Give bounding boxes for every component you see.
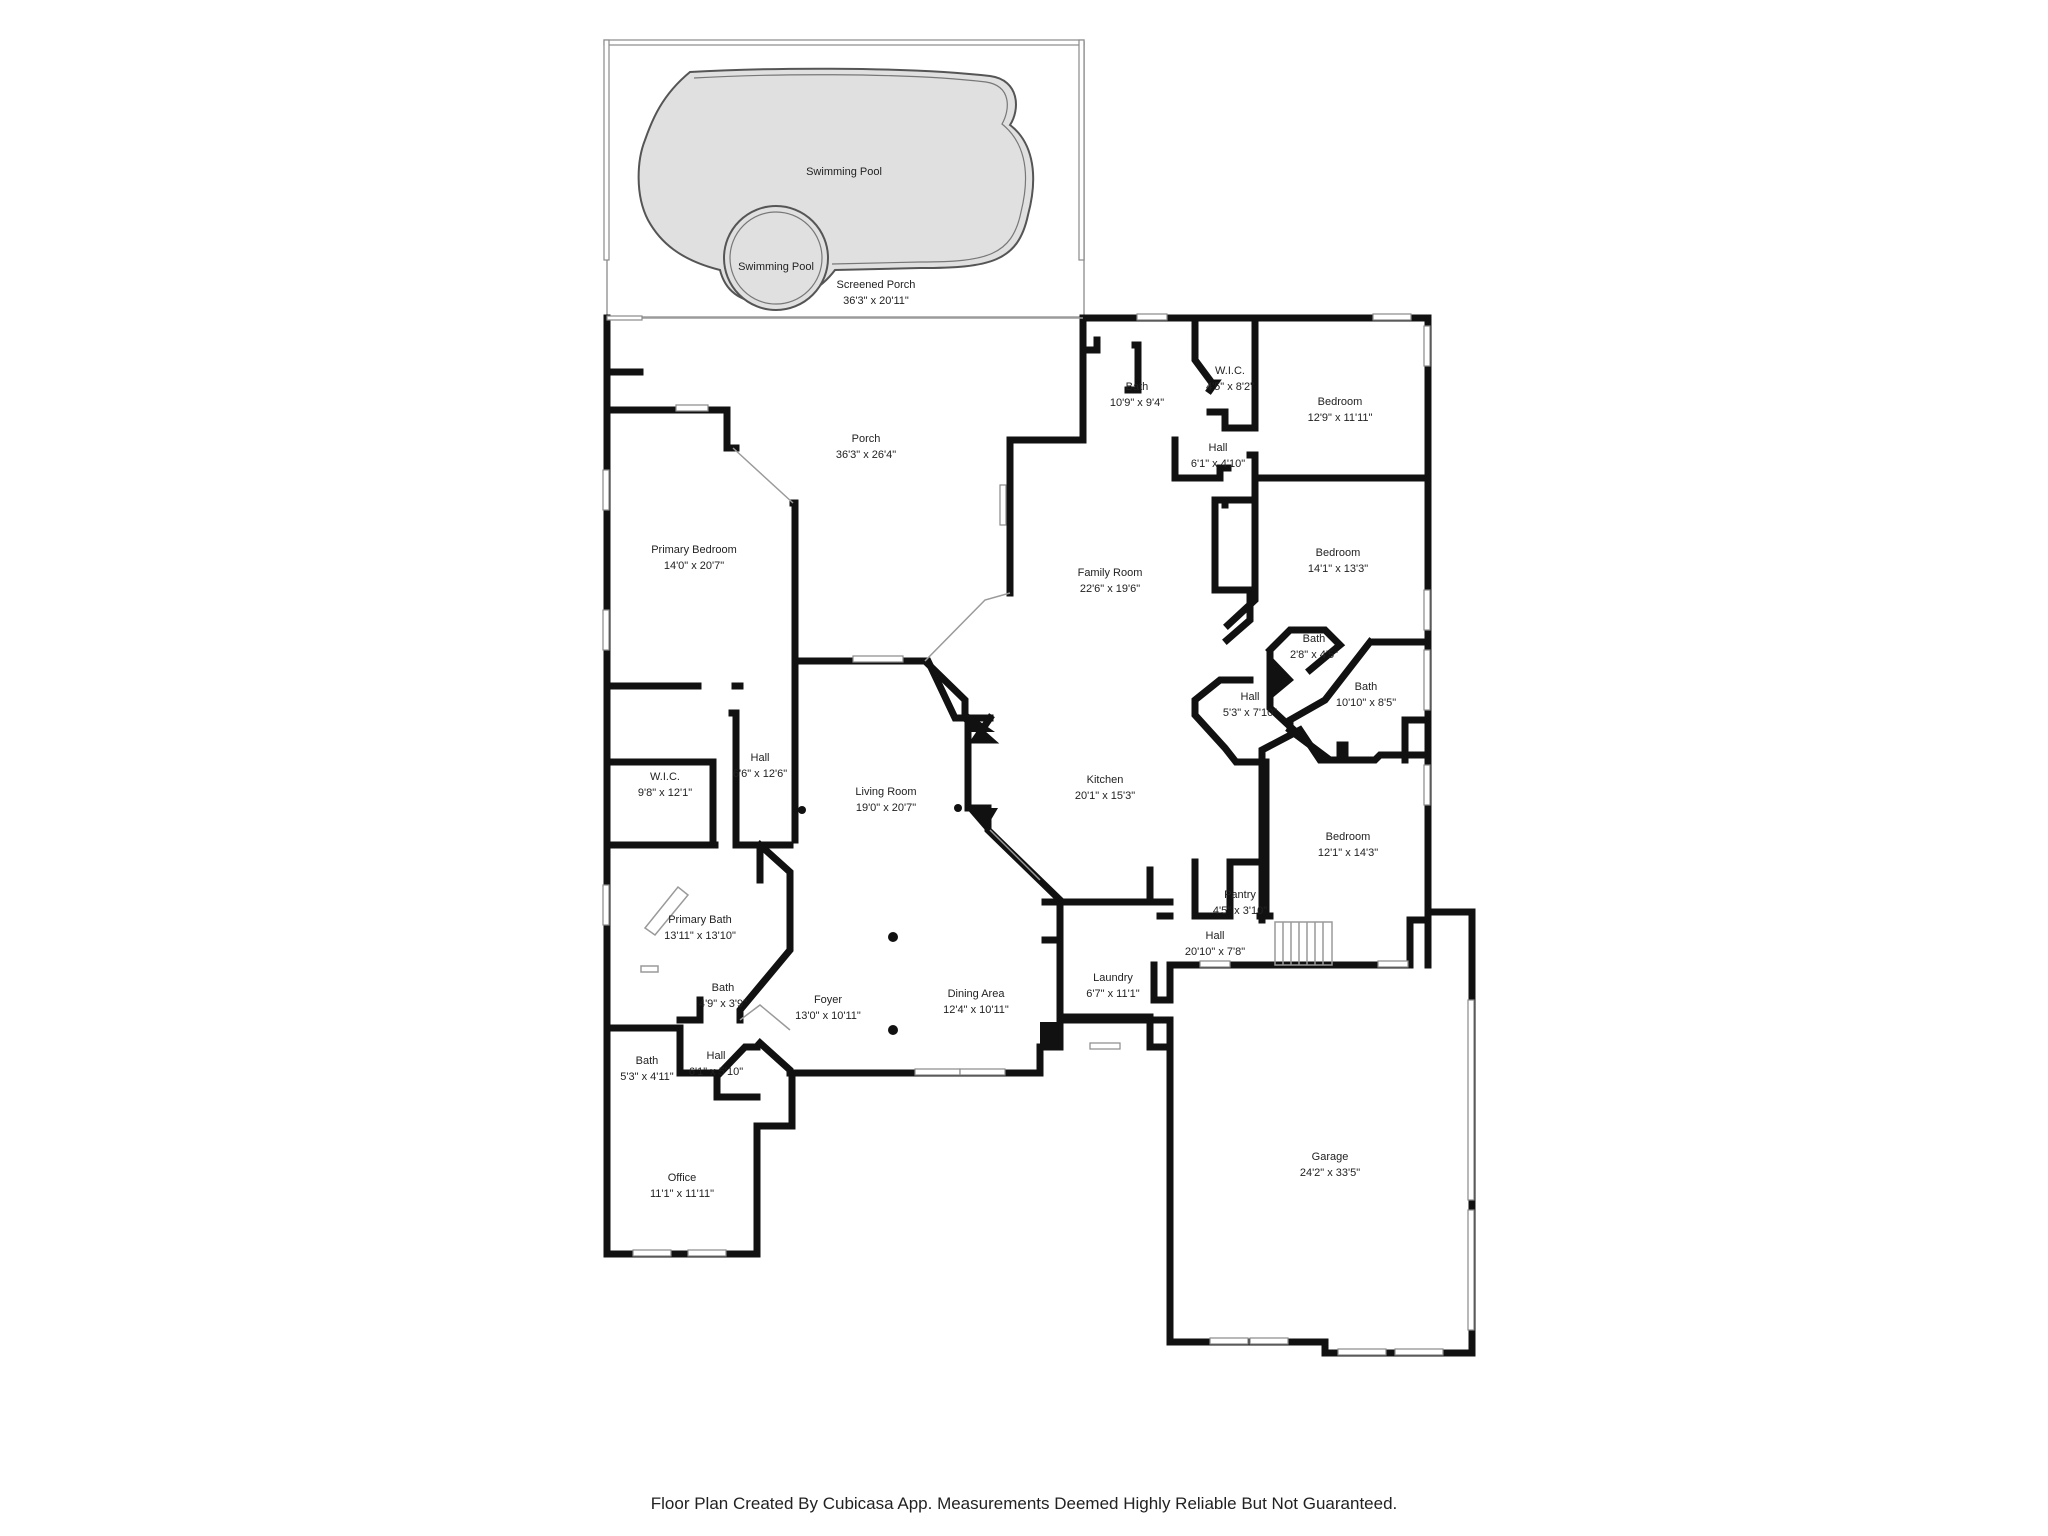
- room-dim-hall-garage: 20'10" x 7'8": [1185, 946, 1245, 958]
- room-dim-foyer: 13'0" x 10'11": [795, 1010, 861, 1022]
- room-dim-bedroom-3: 12'1" x 14'3": [1318, 847, 1378, 859]
- room-name-porch: Porch: [852, 433, 881, 445]
- room-dim-garage: 24'2" x 33'5": [1300, 1167, 1360, 1179]
- room-name-pantry: Pantry: [1224, 889, 1256, 901]
- room-name-bedroom-1: Bedroom: [1318, 396, 1363, 408]
- room-dim-wic-top: 4'5" x 8'2": [1206, 381, 1254, 393]
- columns: [798, 655, 1294, 1047]
- room-dim-bath-top: 10'9" x 9'4": [1110, 397, 1164, 409]
- room-dim-bath-lower: 5'3" x 4'11": [620, 1071, 673, 1083]
- room-name-kitchen: Kitchen: [1087, 774, 1124, 786]
- room-name-foyer: Foyer: [814, 994, 842, 1006]
- room-dim-kitchen: 20'1" x 15'3": [1075, 790, 1135, 802]
- room-name-primary-bath: Primary Bath: [668, 914, 732, 926]
- room-name-hall-left: Hall: [751, 752, 770, 764]
- sink-icon: [640, 965, 659, 973]
- room-dim-pantry: 4'5" x 3'10": [1213, 905, 1267, 917]
- room-name-bedroom-2: Bedroom: [1316, 547, 1361, 559]
- room-name-hall-lower: Hall: [707, 1050, 726, 1062]
- swimming-pool-shape: [637, 67, 1035, 305]
- room-name-bedroom-3: Bedroom: [1326, 831, 1371, 843]
- room-name-garage: Garage: [1312, 1151, 1349, 1163]
- room-dim-hall-left: 6'6" x 12'6": [733, 768, 787, 780]
- room-dim-bath-small: 2'8" x 4'5": [1290, 649, 1338, 661]
- room-name-bath-small: Bath: [1303, 633, 1326, 645]
- room-dim-office: 11'1" x 11'11": [650, 1188, 714, 1200]
- room-name-bath-mid: Bath: [1355, 681, 1378, 693]
- room-name-bath-top: Bath: [1126, 381, 1149, 393]
- room-dim-porch: 36'3" x 26'4": [836, 449, 896, 461]
- room-dim-bedroom-2: 14'1" x 13'3": [1308, 563, 1368, 575]
- room-dim-bath-tiny: 4'9" x 3'9": [699, 998, 747, 1010]
- room-dim-bedroom-1: 12'9" x 11'11": [1308, 412, 1373, 424]
- room-dim-bath-mid: 10'10" x 8'5": [1336, 697, 1396, 709]
- room-name-hall-mid: Hall: [1241, 691, 1260, 703]
- windows: [602, 313, 1475, 1356]
- room-labels: Swimming Pool Swimming Pool Screened Por…: [620, 166, 1396, 1200]
- stairs: [1274, 921, 1333, 966]
- room-dim-screened-porch: 36'3" x 20'11": [843, 295, 909, 307]
- room-name-wic-top: W.I.C.: [1215, 365, 1245, 377]
- room-dim-hall-lower: 6'1" x 5'10": [689, 1066, 743, 1078]
- room-dim-family-room: 22'6" x 19'6": [1080, 583, 1140, 595]
- room-name-bath-tiny: Bath: [712, 982, 735, 994]
- room-dim-primary-bedroom: 14'0" x 20'7": [664, 560, 724, 572]
- porch-door: [606, 315, 643, 321]
- screened-porch-outline: [603, 39, 1085, 318]
- room-name-wic-left: W.I.C.: [650, 771, 680, 783]
- room-name-living-room: Living Room: [855, 786, 916, 798]
- room-name-hall-garage: Hall: [1206, 930, 1225, 942]
- room-name-primary-bedroom: Primary Bedroom: [651, 544, 737, 556]
- room-name-hall-top: Hall: [1209, 442, 1228, 454]
- room-dim-wic-left: 9'8" x 12'1": [638, 787, 692, 799]
- room-dim-primary-bath: 13'11" x 13'10": [664, 930, 736, 942]
- bathtub-icon: [643, 885, 690, 937]
- room-name-laundry: Laundry: [1093, 972, 1133, 984]
- room-name-dining-area: Dining Area: [948, 988, 1006, 1000]
- disclaimer-footer: Floor Plan Created By Cubicasa App. Meas…: [650, 1494, 1398, 1513]
- room-dim-laundry: 6'7" x 11'1": [1086, 988, 1139, 1000]
- interior-walls: [603, 314, 1432, 1101]
- spa-pool-shape: [723, 205, 829, 311]
- room-name-family-room: Family Room: [1078, 567, 1143, 579]
- room-name-office: Office: [668, 1172, 697, 1184]
- angled-glass-walls: [732, 447, 1041, 1031]
- room-name-swimming-pool: Swimming Pool: [806, 166, 882, 178]
- room-dim-hall-top: 6'1" x 4'10": [1191, 458, 1245, 470]
- room-name-screened-porch: Screened Porch: [837, 279, 916, 291]
- room-name-swimming-pool-spa: Swimming Pool: [738, 261, 814, 273]
- room-dim-living-room: 19'0" x 20'7": [856, 802, 916, 814]
- room-dim-hall-mid: 5'3" x 7'10": [1223, 707, 1277, 719]
- room-name-bath-lower: Bath: [636, 1055, 659, 1067]
- room-dim-dining-area: 12'4" x 10'11": [943, 1004, 1009, 1016]
